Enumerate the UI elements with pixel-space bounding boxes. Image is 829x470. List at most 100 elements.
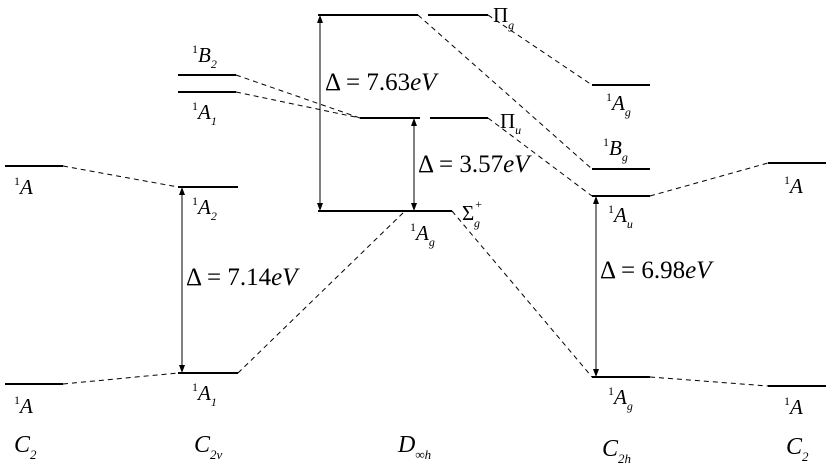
state-sup: 1: [192, 380, 198, 394]
arrowhead-c2h-bottom: [593, 369, 599, 377]
group-main: C: [602, 436, 619, 462]
state-sub: 1: [211, 114, 217, 128]
group-label-dinfh: D∞h: [397, 432, 431, 462]
gap-unit: eV: [503, 151, 532, 178]
gap-unit: eV: [271, 264, 300, 291]
state-label-c2-left-upper: 1A: [14, 174, 33, 199]
state-sup: 1: [784, 394, 790, 408]
corr-c2v-b2-to-piu: [235, 74, 361, 119]
gap-symbol: Δ: [186, 264, 202, 291]
state-main: B: [609, 136, 622, 160]
state-label-c2v-a1-bottom: 1A1: [192, 380, 217, 409]
corr-c2h-ag-to-c2-right: [649, 376, 769, 387]
energy-levels: [5, 14, 826, 387]
state-sup: 1: [784, 173, 790, 187]
state-sup: 1: [608, 202, 614, 216]
state-main: A: [612, 385, 627, 409]
state-sup: +: [475, 197, 482, 211]
state-main: A: [788, 174, 803, 198]
group-sub: 2h: [618, 451, 631, 466]
state-main: Π: [493, 3, 508, 27]
gap-label-c2h: Δ = 6.98eV: [600, 257, 714, 284]
gap-unit: eV: [685, 257, 714, 284]
state-label-c2v-a2: 1A2: [192, 194, 217, 223]
state-sub: 2: [211, 209, 217, 223]
corr-c2-left-upper-to-c2v-a2: [62, 165, 179, 188]
gap-label-c2v: Δ = 7.14eV: [186, 264, 300, 291]
corr-c2h-au-to-c2-right: [649, 162, 769, 197]
arrowhead-c2v-bottom: [179, 365, 185, 373]
gap-symbol: Δ: [325, 69, 341, 96]
group-sub: 2v: [210, 447, 223, 462]
state-main: A: [196, 100, 211, 124]
group-sub: 2: [802, 449, 809, 464]
corr-pig-to-c2h-ag: [487, 14, 593, 86]
state-sup: 1: [192, 99, 198, 113]
state-sub: g: [429, 235, 435, 249]
state-main: B: [198, 43, 211, 67]
state-main: A: [196, 381, 211, 405]
state-sub: 2: [211, 57, 217, 71]
gap-unit: eV: [410, 69, 439, 96]
arrowhead-c2v-top: [179, 187, 185, 195]
state-main: A: [196, 195, 211, 219]
gap-value: 7.63: [366, 69, 410, 96]
state-sub: g: [622, 150, 628, 164]
state-sup: 1: [608, 384, 614, 398]
group-main: C: [194, 432, 211, 458]
state-label-c2h-au: 1Au: [608, 202, 633, 231]
state-main: A: [414, 221, 429, 245]
state-label-dinfh-sigma: Σ+ g: [462, 197, 482, 230]
arrowhead-dinfh-outer-top: [317, 15, 323, 23]
state-labels: 1A 1A 1B2 1A1 1A2 1A1 Πg Πu Σ+g 1Ag 1: [14, 3, 803, 419]
corr-c2v-a1-to-piu: [235, 91, 361, 119]
gap-value: 3.57: [459, 151, 503, 178]
gap-equals: =: [433, 151, 460, 178]
group-main: C: [786, 434, 803, 460]
gap-arrows: [179, 15, 599, 377]
gap-equals: =: [615, 257, 642, 284]
corr-pig-to-c2h-bg: [417, 14, 593, 170]
state-main: A: [612, 203, 627, 227]
arrowhead-dinfh-inner-bottom: [411, 203, 417, 211]
gap-label-dinfh-outer: Δ = 7.63eV: [325, 69, 439, 96]
state-main: A: [788, 395, 803, 419]
state-sup: 1: [410, 220, 416, 234]
group-sub: ∞h: [415, 447, 431, 462]
group-sub: 2: [30, 447, 37, 462]
gap-labels: Δ = 7.63eV Δ = 3.57eV Δ = 7.14eV Δ = 6.9…: [186, 69, 714, 291]
arrowhead-c2h-top: [593, 196, 599, 204]
state-sub: u: [627, 217, 633, 231]
corr-c2-left-lower-to-c2v-a1: [62, 372, 179, 385]
gap-symbol: Δ: [600, 257, 616, 284]
state-label-dinfh-ag: 1Ag: [410, 220, 435, 249]
state-sup: 1: [192, 42, 198, 56]
state-label-c2h-ag-bottom: 1Ag: [608, 384, 633, 413]
gap-value: 7.14: [227, 264, 271, 291]
state-label-c2v-a1-top: 1A1: [192, 99, 217, 128]
state-label-dinfh-pig: Πg: [493, 3, 514, 32]
gap-equals: =: [340, 69, 367, 96]
corr-c2v-a1-bottom-to-sigma: [237, 210, 406, 374]
group-label-c2-right: C2: [786, 434, 809, 464]
state-sup: 1: [14, 174, 20, 188]
state-sub: g: [474, 216, 480, 230]
state-sup: 1: [606, 90, 612, 104]
gap-equals: =: [201, 264, 228, 291]
group-main: C: [14, 432, 31, 458]
state-label-c2h-bg: 1Bg: [603, 135, 628, 164]
gap-value: 6.98: [641, 257, 685, 284]
gap-symbol: Δ: [418, 151, 434, 178]
point-group-labels: C2 C2v D∞h C2h C2: [14, 432, 809, 466]
state-main: A: [18, 175, 33, 199]
state-sup: 1: [603, 135, 609, 149]
correlation-lines: [62, 14, 769, 387]
group-main: D: [397, 432, 415, 458]
state-sub: g: [625, 105, 631, 119]
group-label-c2-left: C2: [14, 432, 37, 462]
state-main: Σ: [462, 201, 474, 225]
state-label-c2h-ag-top: 1Ag: [606, 90, 631, 119]
state-sub: u: [515, 123, 521, 137]
state-sub: 1: [211, 395, 217, 409]
